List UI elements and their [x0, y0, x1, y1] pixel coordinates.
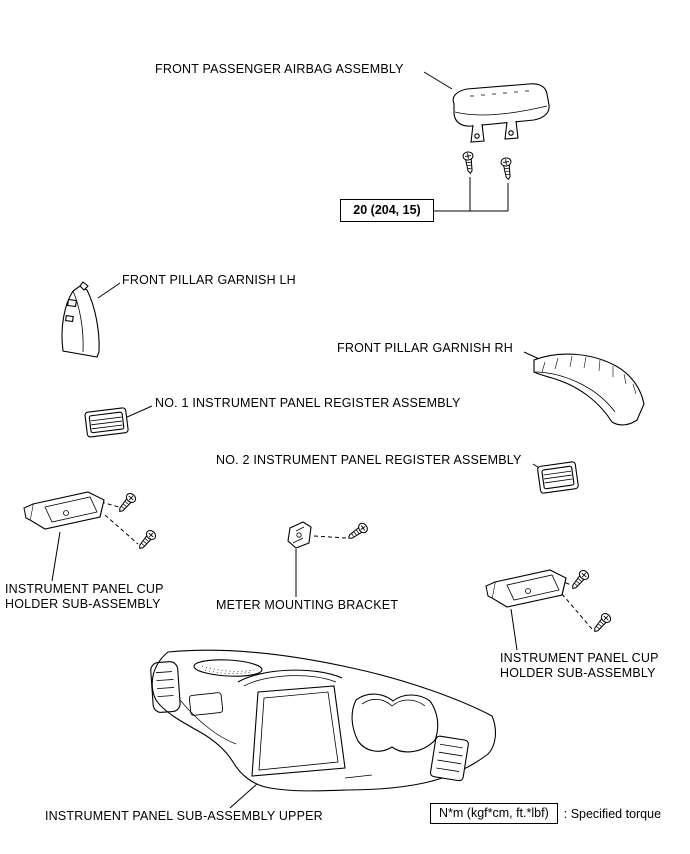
register-no1-drawing: [84, 407, 129, 438]
airbag-screw-left: [461, 150, 476, 175]
cup-holder-left-screw-1: [115, 491, 138, 516]
meter-bracket-screw: [345, 521, 370, 543]
label-register-no1: NO. 1 INSTRUMENT PANEL REGISTER ASSEMBLY: [155, 396, 461, 410]
cup-holder-left-screw-2: [135, 528, 158, 553]
register-no2-drawing: [537, 461, 579, 494]
label-cup-holder-right-line1: INSTRUMENT PANEL CUP: [500, 651, 659, 665]
cup-holder-right-drawing: [485, 569, 567, 608]
label-cup-holder-right-line2: HOLDER SUB-ASSEMBLY: [500, 666, 656, 680]
torque-legend: N*m (kgf*cm, ft.*lbf) : Specified torque: [430, 803, 661, 824]
label-register-no2: NO. 2 INSTRUMENT PANEL REGISTER ASSEMBLY: [216, 453, 522, 467]
label-front-pillar-garnish-rh: FRONT PILLAR GARNISH RH: [337, 341, 513, 355]
label-cup-holder-right: INSTRUMENT PANEL CUP HOLDER SUB-ASSEMBLY: [500, 651, 659, 681]
label-cup-holder-left: INSTRUMENT PANEL CUP HOLDER SUB-ASSEMBLY: [5, 582, 164, 612]
torque-legend-description: : Specified torque: [563, 806, 662, 821]
label-meter-mounting-bracket: METER MOUNTING BRACKET: [216, 598, 399, 612]
airbag-screw-right: [499, 156, 514, 181]
meter-bracket-drawing: [287, 521, 312, 549]
torque-unit-box: N*m (kgf*cm, ft.*lbf): [430, 803, 558, 824]
cup-holder-right-screw-1: [568, 568, 591, 593]
label-cup-holder-left-line1: INSTRUMENT PANEL CUP: [5, 582, 164, 596]
cup-holder-right-screw-2: [590, 611, 613, 636]
pillar-garnish-rh-drawing: [533, 353, 645, 426]
torque-leader-lines: [432, 177, 509, 212]
label-instrument-panel-sub-assembly-upper: INSTRUMENT PANEL SUB-ASSEMBLY UPPER: [45, 809, 323, 823]
instrument-panel-drawing: [150, 649, 497, 792]
label-cup-holder-left-line2: HOLDER SUB-ASSEMBLY: [5, 597, 161, 611]
label-leader-lines: [51, 71, 549, 809]
pillar-garnish-lh-drawing: [61, 281, 100, 358]
label-front-pillar-garnish-lh: FRONT PILLAR GARNISH LH: [122, 273, 296, 287]
cup-holder-left-drawing: [23, 491, 105, 530]
assembly-dashed-lines: [100, 501, 593, 630]
label-front-passenger-airbag-assembly: FRONT PASSENGER AIRBAG ASSEMBLY: [155, 62, 404, 76]
airbag-drawing: [452, 83, 550, 143]
torque-spec-box: 20 (204, 15): [340, 199, 434, 222]
